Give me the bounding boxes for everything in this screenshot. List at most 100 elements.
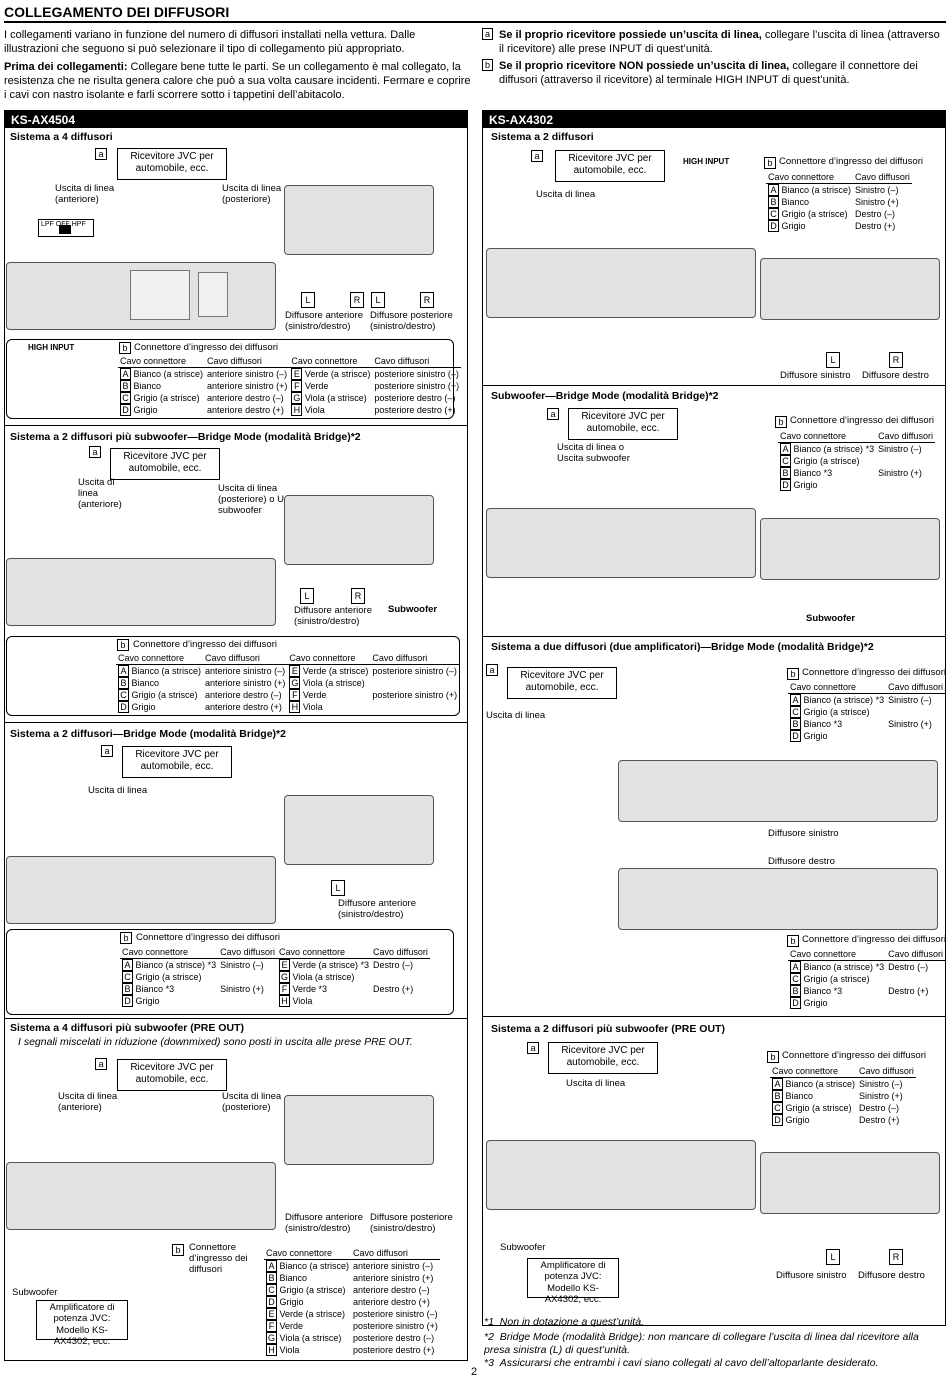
connector-title: Connettore d’ingresso dei diffusori <box>779 156 923 167</box>
high-input-socket <box>198 272 228 317</box>
intro-a: Se il proprio ricevitore possiede un’usc… <box>499 29 940 56</box>
label-a-icon: a <box>482 28 493 40</box>
label-b-icon: b <box>482 58 493 71</box>
line-out-label: Uscita di linea <box>566 1078 626 1089</box>
amplifier-panel-lower <box>618 868 938 930</box>
section-title: Sistema a 2 diffusori più subwoofer—Brid… <box>10 431 361 443</box>
front-speaker-label: Diffusore anteriore (sinistro/destro) <box>285 310 363 332</box>
label-a-icon: a <box>101 745 113 757</box>
label-b-icon: b <box>767 1051 779 1063</box>
label-b-icon: b <box>117 639 129 651</box>
speaker-output-terminal <box>284 185 434 255</box>
line-out-label: Uscita di linea <box>486 710 546 721</box>
receiver-box: Ricevitore JVC per automobile, ecc. <box>122 746 232 778</box>
divider <box>4 1018 468 1019</box>
speaker-front-right-icon: R <box>350 292 364 308</box>
line-out-front-label: Uscita di linea (anteriore) <box>58 1091 118 1113</box>
speaker-output-terminal <box>760 518 940 580</box>
speaker-output-terminal <box>760 258 940 320</box>
connector-title: Connettore d’ingresso dei diffusori <box>790 415 934 426</box>
section-title: Sistema a 2 diffusori più subwoofer (PRE… <box>491 1023 725 1035</box>
front-speaker-label: Diffusore anteriore (sinistro/destro) <box>338 898 416 920</box>
label-a-icon: a <box>89 446 101 458</box>
speaker-rear-left-icon: L <box>371 292 385 308</box>
connector-title: Connettore d’ingresso dei diffusori <box>802 667 946 678</box>
amp-model-box: Amplificatore di potenza JVC: Modello KS… <box>527 1258 619 1305</box>
label-a-icon: a <box>547 408 559 420</box>
intro-b: Se il proprio ricevitore NON possiede un… <box>499 59 918 86</box>
footnote: *2 Bridge Mode (modalità Bridge): non ma… <box>484 1331 919 1357</box>
divider <box>482 385 946 386</box>
line-out-front-label: Uscita di linea (anteriore) <box>78 477 122 510</box>
label-b-icon: b <box>764 157 776 169</box>
label-a-icon: a <box>95 1058 107 1070</box>
connector-title: Connettore d’ingresso dei diffusori <box>133 639 277 650</box>
right-speaker-label: Diffusore destro <box>768 856 835 867</box>
speaker-output-terminal <box>284 495 434 565</box>
lpf-hpf-switch[interactable]: LPF OFF HPF <box>38 219 94 237</box>
connector-title: Connettore d’ingresso dei diffusori <box>189 1242 248 1275</box>
section-title: Sistema a 2 diffusori <box>491 131 594 143</box>
page-number: 2 <box>471 1366 478 1378</box>
speaker-front-left-icon: L <box>301 292 315 308</box>
divider <box>4 425 468 426</box>
section-title: Subwoofer—Bridge Mode (modalità Bridge)*… <box>491 390 719 402</box>
right-speaker-label: Diffusore destro <box>858 1270 925 1281</box>
amplifier-panel <box>6 558 276 626</box>
left-speaker-label: Diffusore sinistro <box>776 1270 847 1281</box>
label-a-icon: a <box>531 150 543 162</box>
line-out-label: Uscita di linea <box>536 189 596 200</box>
subwoofer-label: Subwoofer <box>806 613 856 624</box>
footnote: *1 Non in dotazione a quest’unità. <box>484 1316 644 1328</box>
rear-speaker-label: Diffusore posteriore (sinistro/destro) <box>370 310 453 332</box>
speaker-left-icon: L <box>826 352 840 368</box>
connector-title: Connettore d’ingresso dei diffusori <box>134 342 278 353</box>
receiver-box: Ricevitore JVC per automobile, ecc. <box>507 667 617 699</box>
connector-title: Connettore d’ingresso dei diffusori <box>802 934 946 945</box>
front-speaker-label: Diffusore anteriore (sinistro/destro) <box>285 1212 363 1234</box>
line-out-front-label: Uscita di linea (anteriore) <box>55 183 115 205</box>
page-title: COLLEGAMENTO DEI DIFFUSORI <box>4 4 230 20</box>
subwoofer-label: Subwoofer <box>388 604 438 615</box>
speaker-rear-right-icon: R <box>420 292 434 308</box>
receiver-box: Ricevitore JVC per automobile, ecc. <box>117 148 227 180</box>
receiver-box: Ricevitore JVC per automobile, ecc. <box>117 1059 227 1091</box>
label-b-icon: b <box>775 416 787 428</box>
speaker-left-icon: L <box>826 1249 840 1265</box>
receiver-box: Ricevitore JVC per automobile, ecc. <box>548 1042 658 1074</box>
rear-speaker-label: Diffusore posteriore (sinistro/destro) <box>370 1212 453 1234</box>
right-speaker-label: Diffusore destro <box>862 370 929 381</box>
amp-model-box: Amplificatore di potenza JVC: Modello KS… <box>36 1300 128 1347</box>
divider <box>4 722 468 723</box>
amplifier-panel <box>486 248 756 318</box>
speaker-right-icon: R <box>351 588 365 604</box>
pre-input-jacks <box>130 270 190 320</box>
speaker-right-icon: R <box>889 1249 903 1265</box>
speaker-output-terminal <box>284 795 434 865</box>
intro-p1: I collegamenti variano in funzione del n… <box>4 29 416 56</box>
amplifier-panel <box>6 1162 276 1230</box>
connector-title: Connettore d’ingresso dei diffusori <box>136 932 280 943</box>
label-b-icon: b <box>120 932 132 944</box>
footnote: *3 Assicurarsi che entrambi i cavi siano… <box>484 1357 879 1369</box>
amplifier-panel <box>486 1140 756 1210</box>
connector-legend <box>6 339 454 419</box>
label-b-icon: b <box>787 668 799 680</box>
label-a-icon: a <box>486 664 498 676</box>
line-out-rear-label: Uscita di linea (posteriore) <box>222 1091 282 1113</box>
speaker-output-terminal <box>284 1095 434 1165</box>
receiver-box: Ricevitore JVC per automobile, ecc. <box>110 448 220 480</box>
connector-legend <box>6 636 460 716</box>
intro-right: a Se il proprio ricevitore possiede un’us… <box>482 28 944 89</box>
amplifier-panel <box>6 856 276 924</box>
left-speaker-label: Diffusore sinistro <box>768 828 839 839</box>
intro-left: I collegamenti variano in funzione del n… <box>4 28 472 105</box>
